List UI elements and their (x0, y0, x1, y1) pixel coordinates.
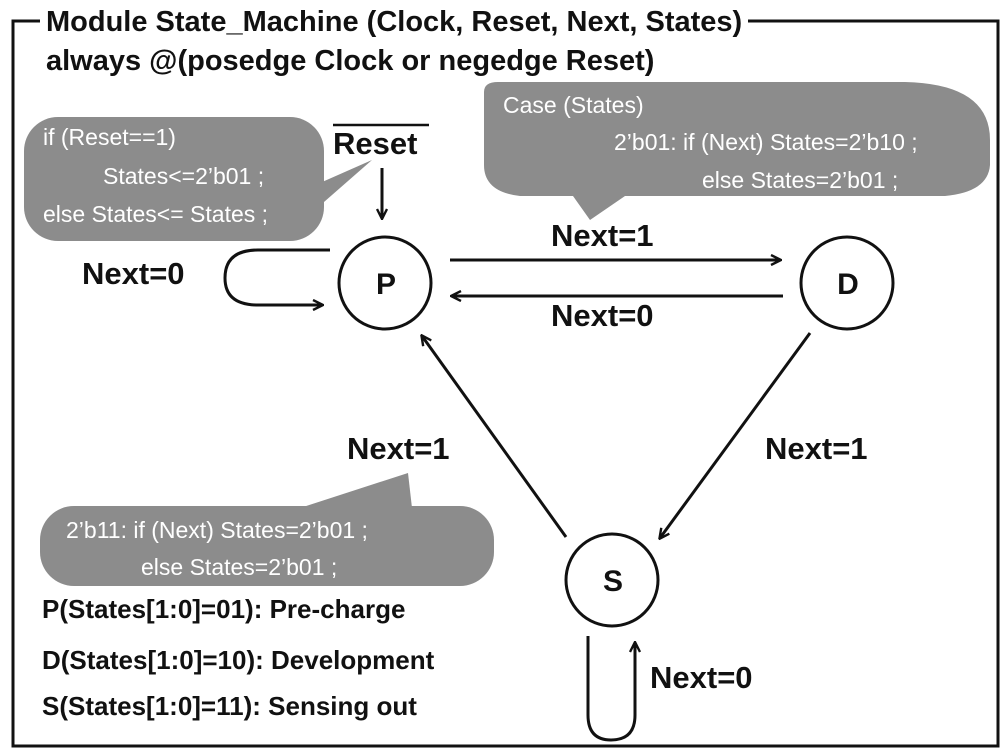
d-to-s-label: Next=1 (765, 431, 868, 466)
s-logic-bubble (40, 473, 494, 586)
s-to-p-label: Next=1 (347, 431, 450, 466)
state-p-label: P (376, 268, 396, 301)
d-to-p-label: Next=0 (551, 298, 654, 333)
state-s: S (564, 532, 660, 628)
arrow-d-to-s (660, 332, 812, 538)
reset-logic-line-1: if (Reset==1) (43, 124, 176, 150)
case-logic-line-3: else States=2’b01 ; (702, 167, 899, 193)
legend-item-p: P(States[1:0]=01): Pre-charge (42, 594, 406, 624)
s-logic-line-2: else States=2’b01 ; (141, 554, 338, 580)
p-to-d-label: Next=1 (551, 218, 654, 253)
arrow-s-to-p (422, 336, 568, 538)
p-self-loop-label: Next=0 (82, 256, 185, 291)
always-block: always @(posedge Clock or negedge Reset) (40, 47, 661, 76)
case-logic-bubble (484, 82, 990, 220)
case-logic-line-2: 2’b01: if (Next) States=2’b10 ; (614, 129, 918, 155)
s-self-loop-label: Next=0 (650, 660, 753, 695)
state-d: D (799, 235, 895, 331)
reset-label: Reset (333, 126, 418, 161)
reset-logic-line-3: else States<= States ; (43, 201, 269, 227)
state-p: P (337, 235, 433, 331)
arrow-p-self-loop (223, 248, 330, 305)
legend-item-s: S(States[1:0]=11): Sensing out (42, 691, 417, 721)
s-logic-line-1: 2’b11: if (Next) States=2’b01 ; (66, 517, 368, 543)
arrow-s-self-loop (586, 636, 635, 742)
case-logic-line-1: Case (States) (503, 92, 644, 118)
legend-item-d: D(States[1:0]=10): Development (42, 645, 435, 675)
state-s-label: S (603, 565, 623, 598)
reset-logic-line-2: States<=2’b01 ; (103, 163, 265, 189)
module-declaration: Module State_Machine (Clock, Reset, Next… (40, 8, 749, 37)
reset-logic-bubble (24, 117, 372, 241)
state-d-label: D (837, 268, 859, 301)
